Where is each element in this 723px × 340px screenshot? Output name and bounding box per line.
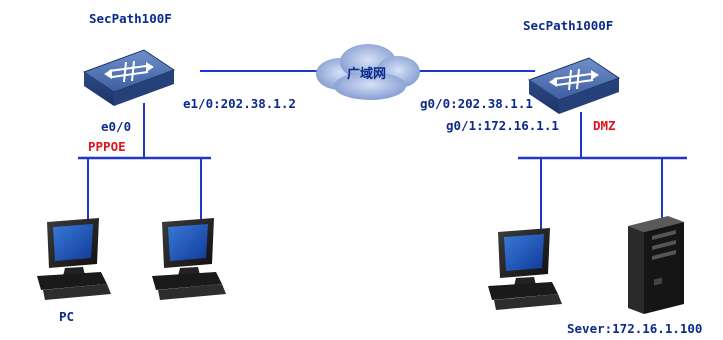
left-router-name: SecPath100F bbox=[89, 11, 172, 26]
pppoe-label: PPPOE bbox=[88, 139, 126, 154]
right-router-name: SecPath1000F bbox=[523, 18, 614, 33]
left-lan-interface: e0/0 bbox=[101, 119, 132, 134]
router-icon bbox=[82, 49, 176, 106]
dmz-label: DMZ bbox=[593, 118, 616, 133]
pc-icon bbox=[152, 218, 226, 300]
cloud-icon bbox=[316, 44, 420, 100]
left-wan-interface: e1/0:202.38.1.2 bbox=[183, 96, 296, 111]
right-wan-interface: g0/0:202.38.1.1 bbox=[420, 96, 533, 111]
server-icon bbox=[628, 216, 684, 314]
router-icon bbox=[527, 57, 621, 114]
pc-label: PC bbox=[59, 309, 75, 324]
links bbox=[78, 70, 687, 232]
server-label: Sever:172.16.1.100 bbox=[567, 321, 703, 336]
pc-icon bbox=[37, 218, 111, 300]
pc-icon bbox=[488, 228, 562, 310]
right-dmz-interface: g0/1:172.16.1.1 bbox=[446, 118, 559, 133]
wan-cloud-label: 广域网 bbox=[347, 67, 387, 82]
